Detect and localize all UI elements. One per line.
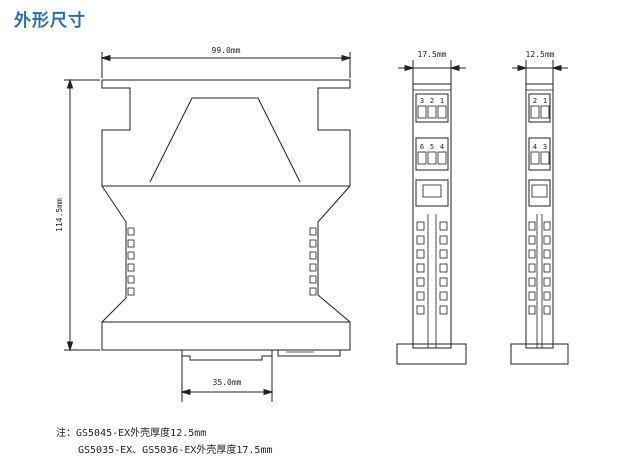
terminal-number: 4 — [440, 143, 444, 151]
wide-terminal-screw — [437, 105, 447, 119]
terminal-number: 5 — [430, 143, 434, 151]
dim-front-wide — [398, 60, 466, 84]
narrow-body-outline — [525, 83, 554, 349]
dim-width-side — [100, 52, 352, 78]
narrow-terminal-screw — [540, 105, 550, 119]
dim-front-narrow — [512, 60, 568, 84]
page-title: 外形尺寸 — [14, 11, 86, 31]
narrow-vent-slots — [528, 221, 551, 315]
wide-body-outline — [412, 83, 452, 349]
note-line-1: 注：GS5045-EX外壳厚度12.5mm — [56, 428, 207, 439]
front-view-wide — [396, 60, 467, 365]
wide-vent-slots — [416, 221, 448, 315]
dim-height-side — [64, 78, 100, 352]
wide-terminal-screw — [427, 151, 437, 165]
narrow-terminal-screw — [540, 151, 550, 165]
wide-connector — [422, 184, 442, 198]
terminal-number: 3 — [543, 143, 547, 151]
side-view — [64, 52, 352, 402]
wide-terminal-block-top — [415, 93, 449, 123]
dim-rail — [180, 356, 274, 402]
terminal-number: 3 — [420, 97, 424, 105]
narrow-terminal-screw — [530, 151, 540, 165]
wide-terminal-block-bottom — [415, 137, 449, 171]
side-top-notch — [149, 97, 301, 183]
wide-din-rail — [396, 343, 467, 365]
narrow-terminal-block-top — [528, 93, 551, 123]
din-rail-clip — [181, 350, 341, 361]
dim-height-side-label: 114.5mm — [55, 198, 64, 232]
terminal-number: 6 — [420, 143, 424, 151]
narrow-terminal-block-bottom — [528, 137, 551, 171]
narrow-din-rail — [510, 343, 569, 365]
side-vents-right — [309, 227, 317, 296]
wide-terminal-screw — [417, 105, 427, 119]
note-line-2: GS5035-EX、GS5036-EX外壳厚度17.5mm — [78, 445, 273, 456]
dim-front-narrow-label: 12.5mm — [526, 50, 555, 59]
side-housing-outline — [101, 79, 351, 351]
wide-terminal-screw — [427, 105, 437, 119]
side-vents-left — [127, 227, 135, 296]
terminal-number: 2 — [430, 97, 434, 105]
wide-connector-window — [415, 179, 449, 207]
dim-width-side-label: 99.0mm — [212, 46, 241, 55]
terminal-number: 2 — [533, 97, 537, 105]
dim-rail-label: 35.0mm — [213, 378, 242, 387]
wide-terminal-screw — [417, 151, 427, 165]
terminal-number: 1 — [440, 97, 444, 105]
narrow-terminal-screw — [530, 105, 540, 119]
dim-front-wide-label: 17.5mm — [418, 50, 447, 59]
terminal-number: 4 — [533, 143, 537, 151]
front-view-narrow — [510, 60, 569, 365]
narrow-connector — [531, 184, 548, 198]
wide-terminal-screw — [437, 151, 447, 165]
narrow-connector-window — [528, 179, 551, 207]
terminal-number: 1 — [543, 97, 547, 105]
